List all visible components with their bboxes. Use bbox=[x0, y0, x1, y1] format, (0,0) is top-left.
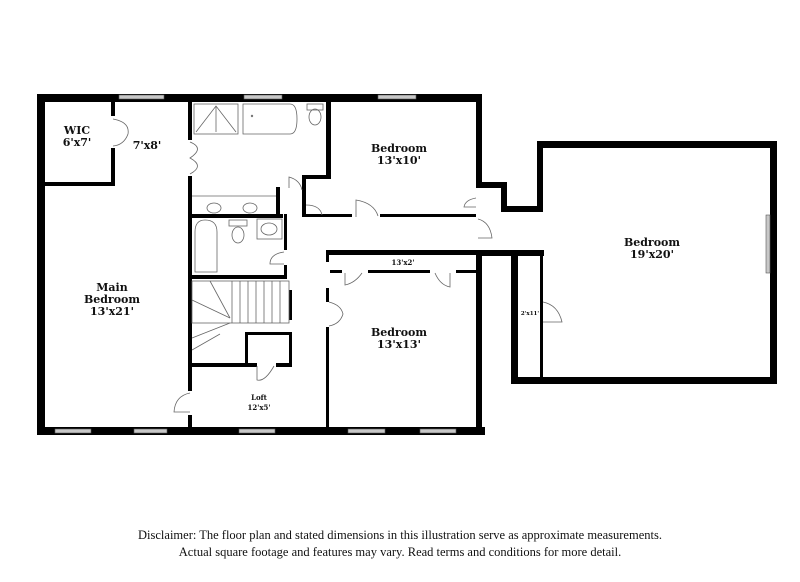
room-name-bedroom-ne: Bedroom bbox=[371, 142, 427, 155]
disclaimer: Disclaimer: The floor plan and stated di… bbox=[0, 527, 800, 561]
staircase bbox=[191, 280, 290, 351]
room-dims-closet-7x8: 7'x8' bbox=[133, 139, 162, 152]
room-dims-bedroom-east: 19'x20' bbox=[630, 248, 674, 261]
windows bbox=[54, 94, 771, 434]
room-dims-closet-13x2: 13'x2' bbox=[391, 258, 414, 267]
room-name-bedroom-east: Bedroom bbox=[624, 236, 680, 249]
room-name-wic: WIC bbox=[63, 124, 90, 137]
room-dims-loft: 12'x5' bbox=[247, 403, 270, 412]
room-dims-closet-2x11: 2'x11' bbox=[521, 311, 539, 317]
disclaimer-line-1: Disclaimer: The floor plan and stated di… bbox=[138, 528, 662, 542]
room-dims-wic: 6'x7' bbox=[63, 136, 92, 149]
doors bbox=[112, 118, 563, 413]
room-name-main-line1: Main bbox=[96, 281, 127, 294]
room-dims-bedroom-ne: 13'x10' bbox=[377, 154, 421, 167]
room-dims-main-bedroom: 13'x21' bbox=[90, 305, 134, 318]
bath-fixtures bbox=[192, 103, 324, 273]
disclaimer-line-2: Actual square footage and features may v… bbox=[178, 545, 622, 559]
room-labels: WIC 6'x7' 7'x8' Bedroom 13'x10' Bedroom … bbox=[63, 124, 681, 412]
room-dims-bedroom-mid: 13'x13' bbox=[377, 338, 421, 351]
room-name-bedroom-mid: Bedroom bbox=[371, 326, 427, 339]
room-name-main-line2: Bedroom bbox=[84, 293, 140, 306]
room-name-loft: Loft bbox=[251, 393, 268, 402]
